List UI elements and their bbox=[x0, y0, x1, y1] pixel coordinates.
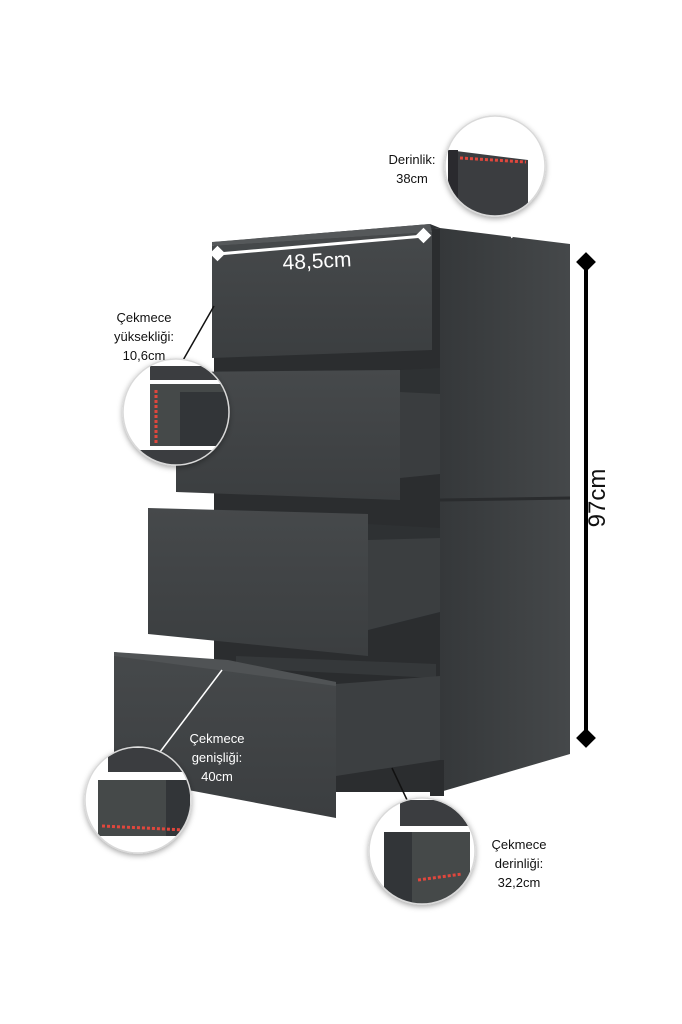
drawer-height-label: Çekmece yüksekliği: 10,6cm bbox=[98, 308, 190, 365]
drawer-4-front-top bbox=[114, 652, 336, 686]
depth-label: Derinlik: 38cm bbox=[372, 150, 452, 188]
leader-drawer-depth bbox=[391, 767, 409, 803]
diamond-marker-right bbox=[415, 227, 432, 244]
cabinet-right-side bbox=[440, 228, 570, 792]
diamond-marker-left bbox=[209, 245, 226, 262]
drawer-depth-label-line2: derinliği: bbox=[494, 856, 544, 871]
drawer-1-front bbox=[212, 232, 432, 358]
drawer-3-front bbox=[148, 508, 368, 656]
leader-depth bbox=[505, 217, 513, 239]
depth-label-line2: 38cm bbox=[396, 171, 428, 186]
drawer-width-label-line1: Çekmece bbox=[189, 731, 245, 746]
drawer-depth-label-line1: Çekmece bbox=[491, 837, 547, 852]
drawer-depth-callout bbox=[368, 797, 476, 905]
drawer-height-label-line1: Çekmece bbox=[116, 310, 172, 325]
drawer-2-box-side bbox=[400, 392, 440, 478]
height-label: 97cm bbox=[584, 468, 611, 528]
diamond-marker-bottom bbox=[576, 728, 596, 748]
leader-drawer-width bbox=[159, 669, 223, 753]
cabinet-body bbox=[214, 224, 571, 796]
depth-label-line1: Derinlik: bbox=[388, 152, 436, 167]
drawer-depth-label: Çekmece derinliği: 32,2cm bbox=[476, 835, 562, 892]
drawer-width-label-line2: genişliği: bbox=[191, 750, 243, 765]
cabinet-leg bbox=[430, 760, 444, 796]
drawer-4-back-wall bbox=[236, 656, 436, 678]
depth-callout bbox=[444, 115, 546, 217]
drawer-4-side-wall bbox=[336, 676, 440, 776]
drawer-3 bbox=[148, 508, 440, 656]
drawer-width-label: Çekmece genişliği: 40cm bbox=[174, 729, 260, 786]
top-width-measure bbox=[209, 227, 432, 262]
diamond-marker-top bbox=[576, 252, 596, 272]
drawer-height-callout bbox=[122, 358, 230, 466]
drawer-height-label-line2: yüksekliği: bbox=[114, 329, 174, 344]
drawer-3-box-side bbox=[368, 538, 440, 630]
drawer-1 bbox=[212, 224, 432, 358]
drawer-height-label-line3: 10,6cm bbox=[122, 348, 166, 363]
drawer-2-front bbox=[176, 370, 400, 500]
drawer-2 bbox=[176, 368, 440, 500]
height-measure bbox=[576, 252, 596, 748]
drawer-width-callout bbox=[84, 746, 192, 854]
drawer-width-label-line3: 40cm bbox=[201, 769, 233, 784]
cabinet-module-split bbox=[439, 496, 571, 502]
drawer-depth-label-line3: 32,2cm bbox=[497, 875, 541, 890]
cabinet-front-frame bbox=[214, 228, 440, 792]
leader-drawer-height bbox=[181, 305, 215, 363]
drawer-1-top-edge bbox=[212, 224, 432, 246]
